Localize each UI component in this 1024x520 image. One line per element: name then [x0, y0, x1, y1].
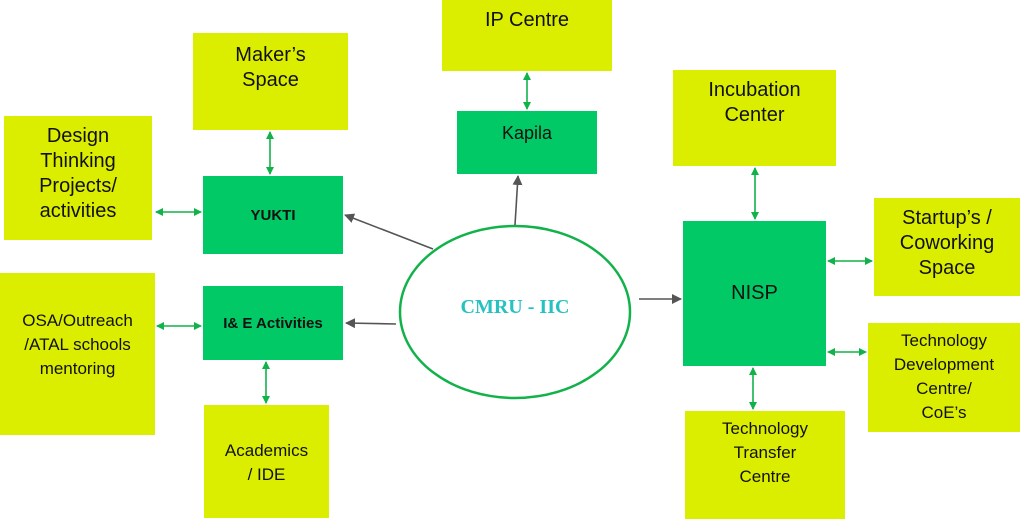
tech-transfer-line: Transfer [733, 443, 797, 462]
tech-transfer-line: Technology [721, 419, 808, 438]
makers-space-line: Space [242, 69, 299, 91]
incubation-center-line: Incubation [708, 79, 801, 101]
osa-outreach-line: /ATAL schools [24, 335, 131, 354]
center-label: CMRU - IIC [460, 296, 570, 318]
tech-development-line: CoE’s [921, 403, 967, 422]
incubation-center-line: Center [724, 104, 785, 126]
arrow-center-to-yukti [344, 213, 434, 250]
nisp-label: NISP [731, 282, 778, 304]
ie-activities-label: I& E Activities [223, 314, 323, 332]
tech-development-box: Technology Development Centre/ CoE’s [868, 323, 1020, 432]
osa-outreach-line: mentoring [39, 359, 116, 378]
tech-development-line: Technology [900, 331, 987, 350]
tech-development-line: Development [893, 355, 995, 374]
design-thinking-line: Thinking [40, 150, 116, 172]
makers-space-box: Maker’s Space [193, 33, 348, 130]
kapila-box: Kapila [457, 111, 597, 174]
ie-activities-box: I& E Activities [203, 286, 343, 360]
startups-coworking-box: Startup’s / Coworking Space [874, 198, 1020, 296]
osa-outreach-line: OSA/Outreach [22, 311, 133, 330]
ip-centre-box: IP Centre [442, 0, 612, 71]
yukti-label: YUKTI [250, 206, 296, 224]
arrow-center-to-ie [345, 318, 397, 329]
design-thinking-line: Projects/ [39, 175, 117, 197]
incubation-center-box: Incubation Center [673, 70, 836, 166]
tech-development-line: Centre/ [916, 379, 972, 398]
academics-ide-line: / IDE [247, 465, 286, 484]
osa-outreach-box: OSA/Outreach /ATAL schools mentoring [0, 273, 155, 435]
design-thinking-line: activities [39, 200, 117, 222]
center-ellipse [398, 224, 632, 400]
kapila-label: Kapila [501, 123, 553, 143]
startups-coworking-line: Startup’s / [902, 207, 992, 229]
nisp-box: NISP [683, 221, 826, 366]
yukti-box: YUKTI [203, 176, 343, 254]
arrow-center-to-kapila [512, 175, 523, 226]
academics-ide-box: Academics / IDE [204, 405, 329, 518]
academics-ide-line: Academics [224, 441, 309, 460]
ip-centre-line: IP Centre [484, 9, 570, 31]
tech-transfer-box: Technology Transfer Centre [685, 411, 845, 519]
startups-coworking-line: Coworking [899, 232, 995, 254]
makers-space-line: Maker’s [235, 44, 306, 66]
design-thinking-line: Design [46, 125, 110, 147]
startups-coworking-line: Space [918, 257, 976, 279]
tech-transfer-line: Centre [739, 467, 791, 486]
design-thinking-box: Design Thinking Projects/ activities [4, 116, 152, 240]
